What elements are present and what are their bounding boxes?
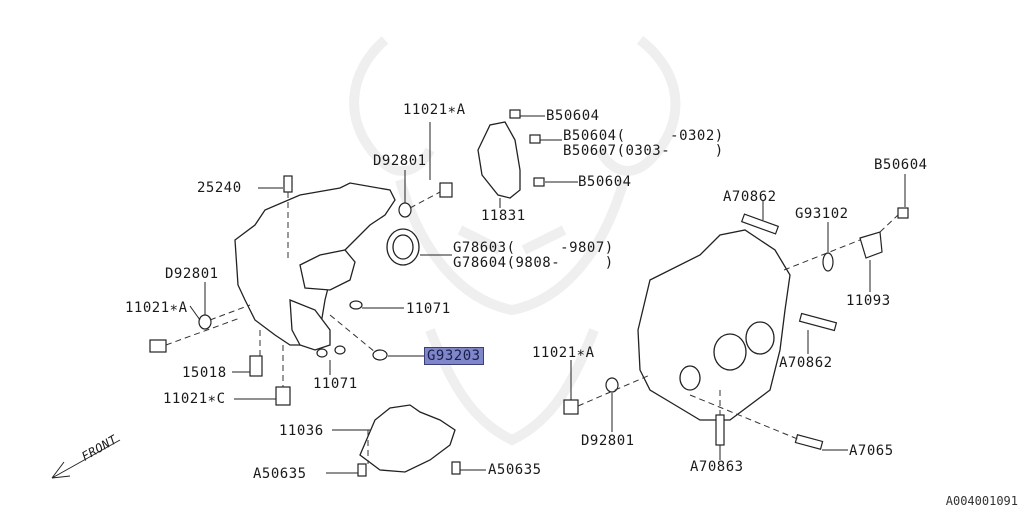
oring-g93102[interactable]: [822, 252, 834, 272]
label-g78603: G78603( -9807): [453, 240, 614, 256]
washer-d92801-top[interactable]: [398, 202, 412, 218]
label-b50604-far: B50604: [874, 157, 928, 173]
oring-11071-bottom-b[interactable]: [334, 345, 346, 355]
label-d92801-top: D92801: [373, 153, 427, 169]
assembly-lines: [165, 191, 899, 464]
left-cover-lower: [289, 299, 331, 351]
right-cover-bore-3: [679, 365, 701, 391]
oring-11071-bottom-a[interactable]: [316, 348, 328, 358]
label-b50607-0303: B50607(0303- ): [563, 143, 724, 159]
label-g78604: G78604(9808- ): [453, 255, 614, 271]
left-cover-seal-area: [299, 249, 356, 291]
label-g93102: G93102: [795, 206, 849, 222]
label-a70862-top: A70862: [723, 189, 777, 205]
label-d92801-bottom: D92801: [581, 433, 635, 449]
label-a50635-left: A50635: [253, 466, 307, 482]
plug-11021a-top[interactable]: [439, 182, 453, 198]
label-b50604-mid: B50604: [578, 174, 632, 190]
part-15018[interactable]: [249, 355, 263, 377]
plug-11021a-left[interactable]: [149, 339, 167, 353]
label-11021a-left: 11021∗A: [125, 300, 188, 316]
label-b50604-0302: B50604( -0302): [563, 128, 724, 144]
watermark-emblem: [349, 36, 681, 446]
oil-seal-inner: [392, 234, 414, 260]
label-a70862-mid: A70862: [779, 355, 833, 371]
bolt-a50635-left[interactable]: [357, 463, 367, 477]
label-11831: 11831: [481, 208, 526, 224]
right-cover-bore-1: [713, 333, 747, 371]
bolt-b50604-0302[interactable]: [529, 134, 541, 144]
bracket-11093[interactable]: [859, 231, 883, 259]
bolt-b50604-far[interactable]: [897, 207, 909, 219]
leader-lines: [189, 115, 906, 474]
plate-11831-part[interactable]: [477, 121, 521, 199]
label-11021a-top: 11021∗A: [403, 102, 466, 118]
baffle-11036-part[interactable]: [359, 404, 456, 473]
bolt-a50635-right[interactable]: [451, 461, 461, 475]
bolt-b50604-mid[interactable]: [533, 177, 545, 187]
label-11021c: 11021∗C: [163, 391, 226, 407]
right-cover-part[interactable]: [637, 229, 791, 421]
label-11021a-mid: 11021∗A: [532, 345, 595, 361]
label-25240: 25240: [197, 180, 242, 196]
bolt-a7065[interactable]: [794, 434, 824, 450]
bolt-b50604-top[interactable]: [509, 109, 521, 119]
label-11071-right: 11071: [406, 301, 451, 317]
label-11071-bottom: 11071: [313, 376, 358, 392]
oring-11071-right[interactable]: [349, 300, 363, 310]
bolt-a70862-top[interactable]: [740, 213, 780, 235]
washer-d92801-left[interactable]: [198, 314, 212, 330]
plug-11021a-mid[interactable]: [563, 399, 579, 415]
label-d92801-left: D92801: [165, 266, 219, 282]
oring-g93203[interactable]: [372, 349, 388, 361]
label-a7065: A7065: [849, 443, 894, 459]
part-25240[interactable]: [283, 175, 293, 193]
washer-d92801-bottom[interactable]: [605, 377, 619, 393]
label-a70863: A70863: [690, 459, 744, 475]
bolt-a70862-mid[interactable]: [798, 312, 838, 332]
label-g93203-highlighted[interactable]: G93203: [424, 347, 484, 365]
front-arrow-icon: [51, 439, 121, 479]
label-11036: 11036: [279, 423, 324, 439]
bolt-a70863[interactable]: [715, 414, 725, 446]
label-15018: 15018: [182, 365, 227, 381]
label-11093: 11093: [846, 293, 891, 309]
right-cover-bore-2: [745, 321, 775, 355]
label-b50604-top: B50604: [546, 108, 600, 124]
label-a50635-right: A50635: [488, 462, 542, 478]
figure-id: A004001091: [945, 494, 1018, 508]
plug-11021c[interactable]: [275, 386, 291, 406]
